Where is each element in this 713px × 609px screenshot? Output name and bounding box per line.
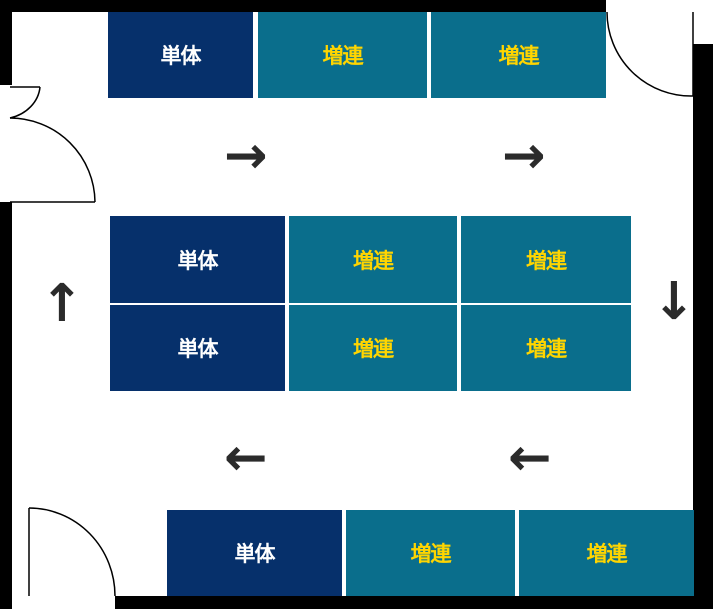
middle-upper-single-block: 単体 xyxy=(110,216,285,303)
bottom-row-multi-block-2: 増連 xyxy=(519,510,694,596)
middle-upper-multi-block-2: 増連 xyxy=(461,216,631,303)
arrow-up-icon: ↑ xyxy=(40,274,84,334)
wall-right xyxy=(693,44,713,609)
middle-lower-multi-block-2: 増連 xyxy=(461,305,631,391)
top-row-multi-block-2: 増連 xyxy=(431,12,606,98)
wall-left-upper xyxy=(0,0,12,85)
bottom-row-single-block: 単体 xyxy=(167,510,342,596)
door-top-right xyxy=(606,11,694,97)
door-left xyxy=(9,86,96,203)
middle-lower-multi-block-1: 増連 xyxy=(289,305,457,391)
arrow-left-icon: ← xyxy=(508,428,552,488)
arrow-down-icon: ↓ xyxy=(652,272,696,332)
wall-top xyxy=(0,0,606,12)
arrow-left-icon: ← xyxy=(224,428,268,488)
bottom-row-multi-block-1: 増連 xyxy=(346,510,515,596)
middle-lower-single-block: 単体 xyxy=(110,305,285,391)
arrow-right-icon: → xyxy=(502,126,546,186)
top-row-single-block: 単体 xyxy=(108,12,253,98)
arrow-right-icon: → xyxy=(224,126,268,186)
top-row-multi-block-1: 増連 xyxy=(258,12,427,98)
middle-upper-multi-block-1: 増連 xyxy=(289,216,457,303)
wall-left-middle xyxy=(0,202,12,609)
door-bottom-left xyxy=(28,507,116,597)
wall-bottom xyxy=(115,596,713,609)
